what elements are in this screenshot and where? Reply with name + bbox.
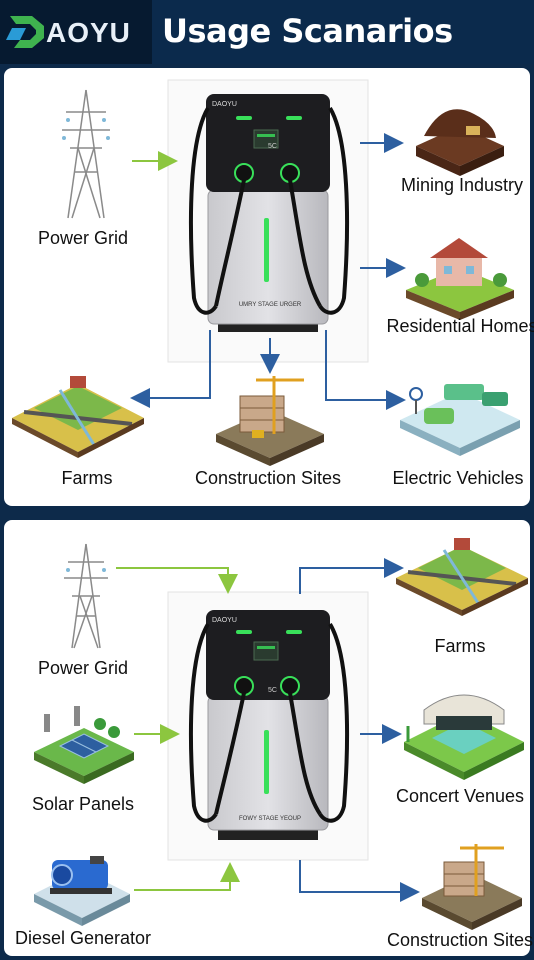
panel1-diagram: DAOYU 5C UMRY STAGE URGER [12,79,520,466]
farm-icon [396,538,528,616]
ev-charger [188,610,350,840]
dest-label-farms: Farms [61,468,113,488]
ev-charger [188,94,350,332]
solar-panel-icon [34,706,134,784]
construction-icon [216,376,324,466]
dest-label-concert: Concert Venues [395,786,525,806]
scenario-panel-1: DAOYU 5C UMRY STAGE URGER [4,68,534,506]
arrow-farms-out [130,330,211,408]
source-label-power-grid: Power Grid [37,658,129,678]
source-label-solar: Solar Panels [31,794,135,814]
dest-label-homes: Residential Homes [386,316,534,336]
logo-text: AOYU [46,17,131,48]
daoyu-logo-icon [6,16,44,48]
dest-label-construction: Construction Sites [194,468,342,488]
page-title: Usage Scanarios [162,12,453,50]
dest-label-farms: Farms [434,636,486,656]
arrow-power-grid-in [116,567,238,594]
scenario-panel-2: DAOYU 5C FOWY STAGE YEOUP [4,520,534,956]
stage-icon [404,694,524,780]
logo: AOYU [0,0,152,64]
mine-icon [416,109,504,176]
dest-label-mining: Mining Industry [400,175,524,195]
charger-plate: FOWY STAGE YEOUP [239,816,301,822]
dest-label-ev: Electric Vehicles [392,468,524,488]
charger-brand: DAOYU [212,617,237,624]
charger-plate: UMRY STAGE URGER [239,302,302,308]
power-tower-icon [62,89,110,219]
ev-station-icon [400,384,520,456]
source-label-power-grid: Power Grid [37,228,129,248]
source-label-generator: Diesel Generator [14,928,152,948]
header-bar: AOYU Usage Scanarios [0,0,534,64]
charger-brand: DAOYU [212,101,237,108]
arrow-ev-out [325,330,406,410]
charger-screen: 5C [268,143,277,150]
power-tower-icon [64,543,108,649]
construction-icon [422,844,522,930]
arrow-generator-in [134,862,240,891]
farm-icon [12,376,144,458]
dest-label-construction: Construction Sites [386,930,534,950]
generator-icon [34,856,130,926]
charger-screen: 5C [268,687,277,694]
house-icon [406,238,514,320]
arrow-construction-out [299,860,420,902]
arrow-farms-out [299,558,404,594]
panel2-diagram: DAOYU 5C FOWY STAGE YEOUP [34,538,528,930]
